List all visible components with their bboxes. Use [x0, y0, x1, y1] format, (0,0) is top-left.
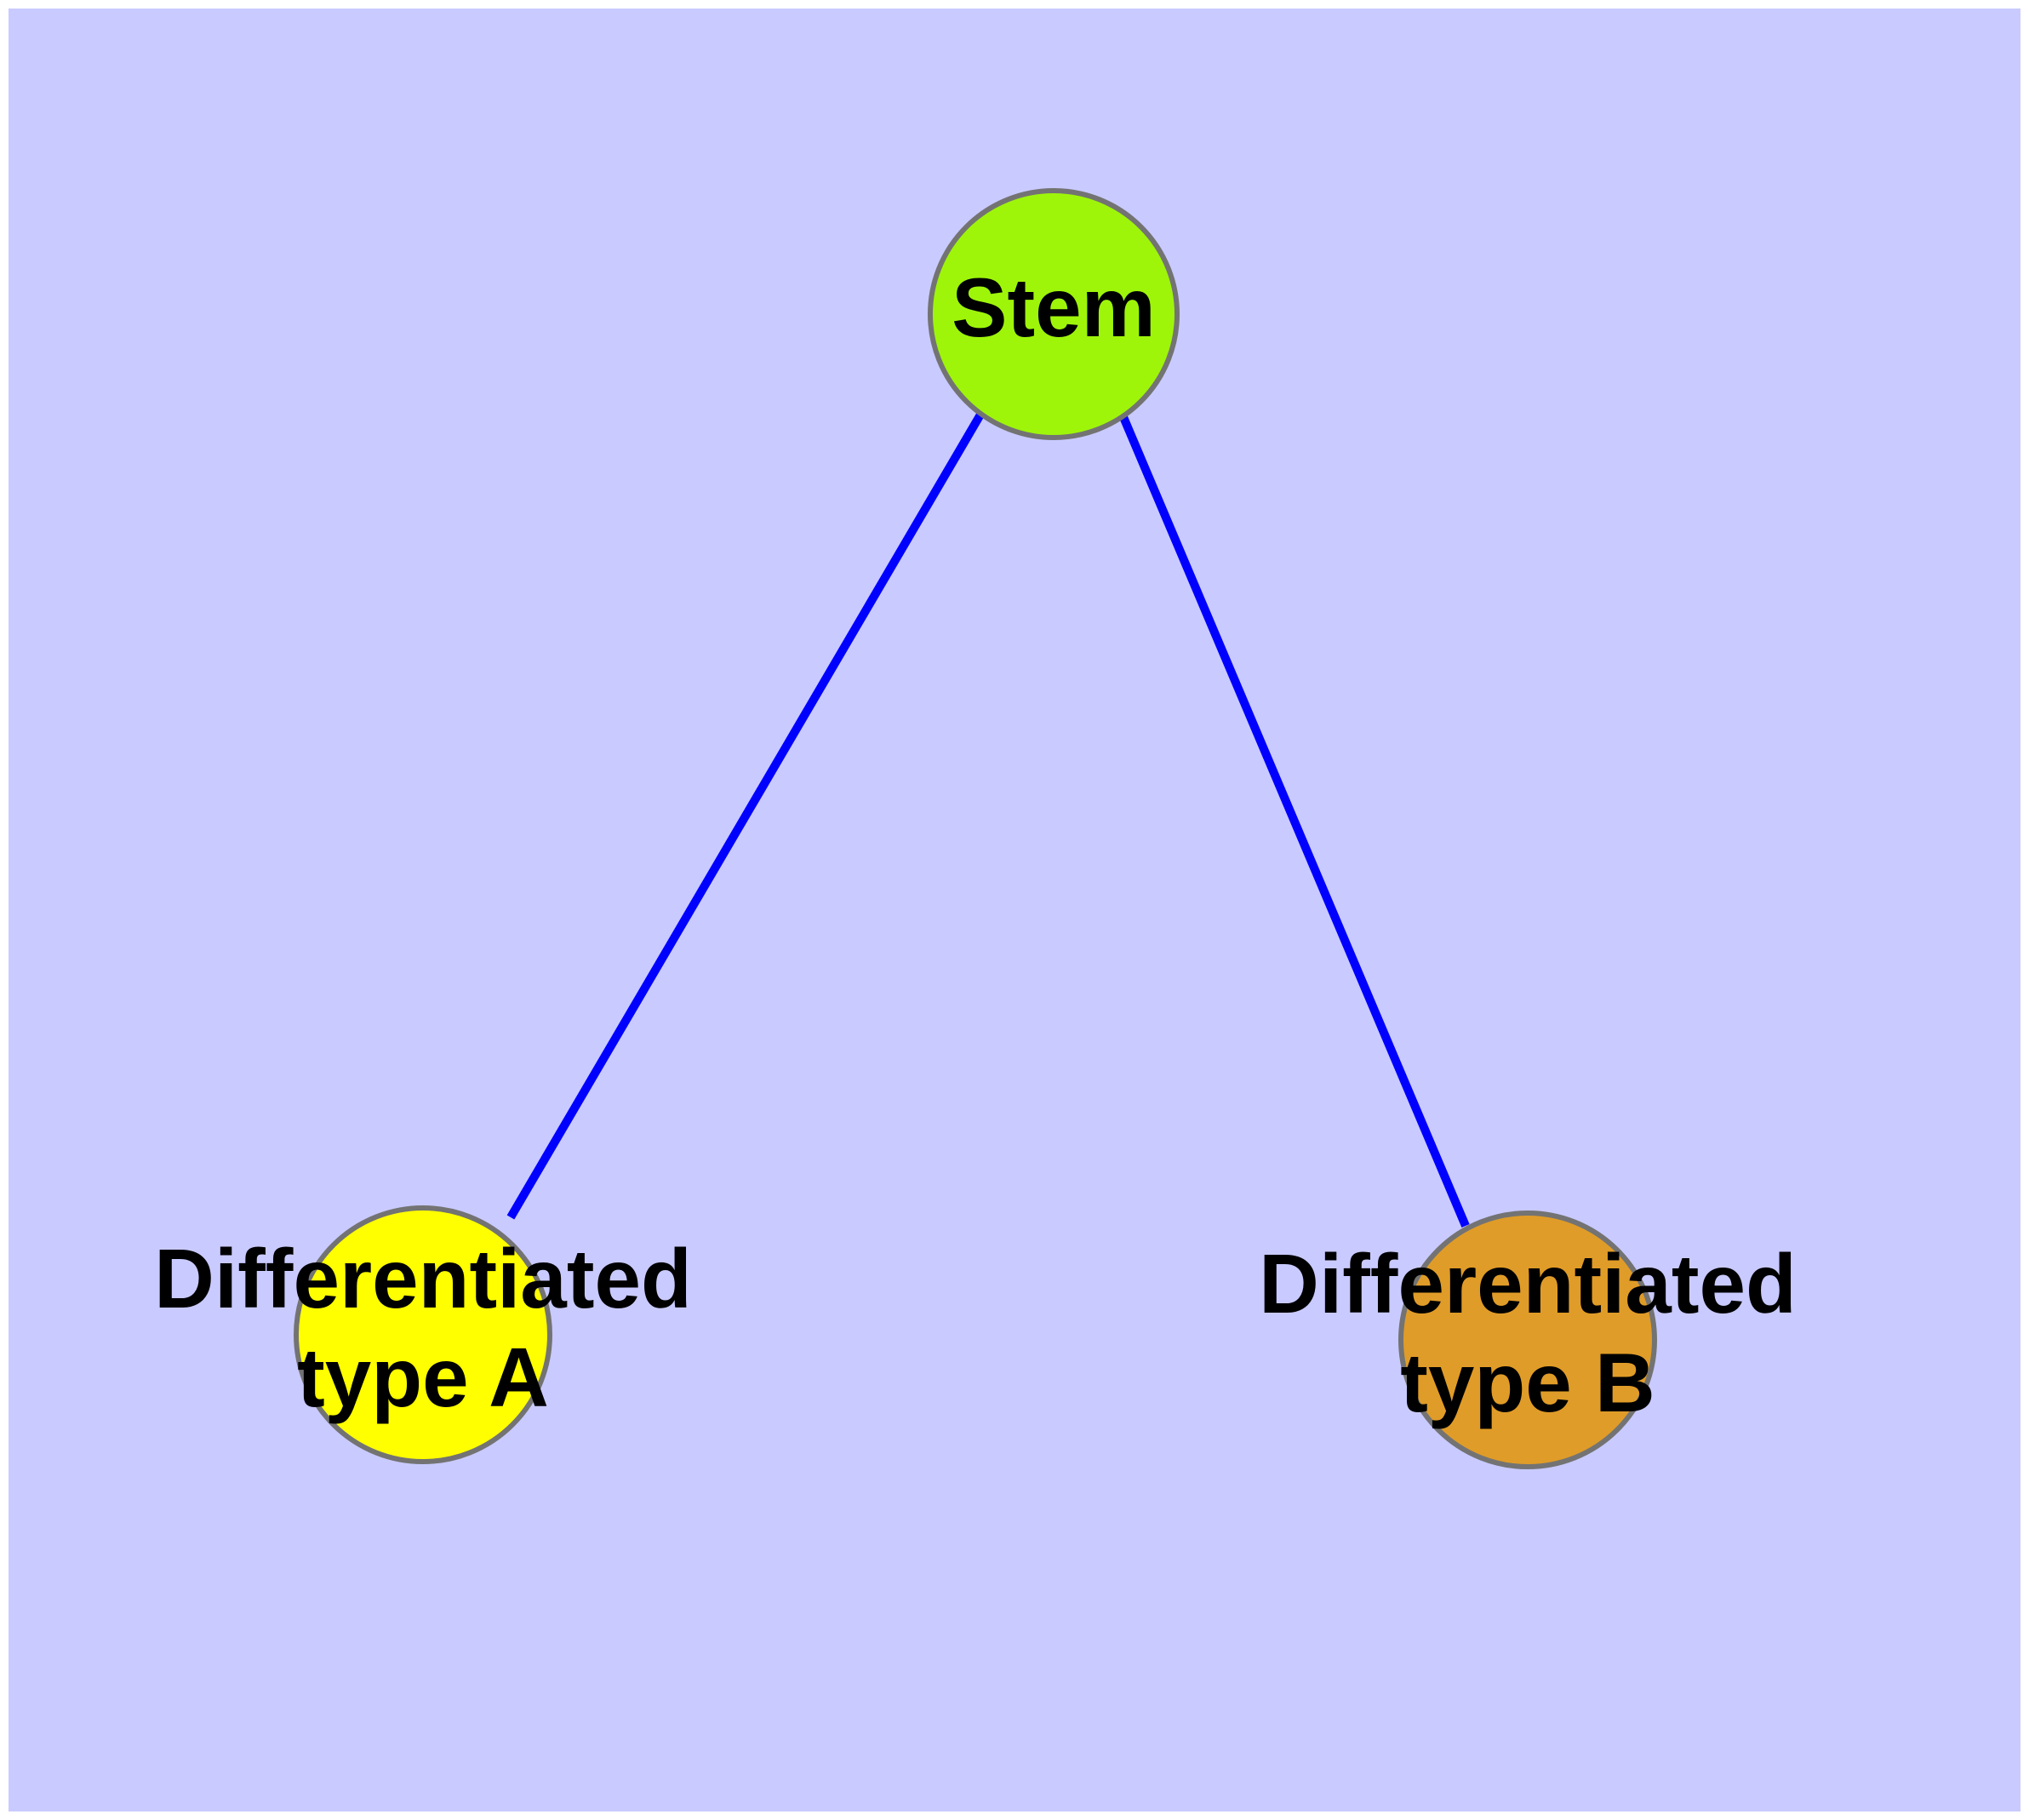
node-stem-label: Stem [952, 260, 1156, 354]
node-label-line: type B [1400, 1336, 1655, 1429]
edge-stem-to-differentiated-b[interactable] [1119, 415, 1470, 1228]
node-label-line: type A [297, 1331, 549, 1424]
nodes-layer [294, 188, 1657, 1469]
node-differentiated-a-circle[interactable] [294, 1205, 552, 1464]
node-label-line: Differentiated [154, 1232, 692, 1325]
edges-layer [506, 412, 1470, 1228]
edge-stem-to-differentiated-a[interactable] [506, 412, 985, 1220]
node-label-line: Differentiated [1259, 1237, 1797, 1331]
node-differentiated-b-circle[interactable] [1398, 1210, 1657, 1469]
node-stem-circle[interactable] [928, 188, 1180, 440]
node-differentiated-a[interactable] [294, 1205, 552, 1464]
node-differentiated-b[interactable] [1398, 1210, 1657, 1469]
node-label-line: Stem [952, 260, 1156, 354]
node-stem[interactable] [928, 188, 1180, 440]
